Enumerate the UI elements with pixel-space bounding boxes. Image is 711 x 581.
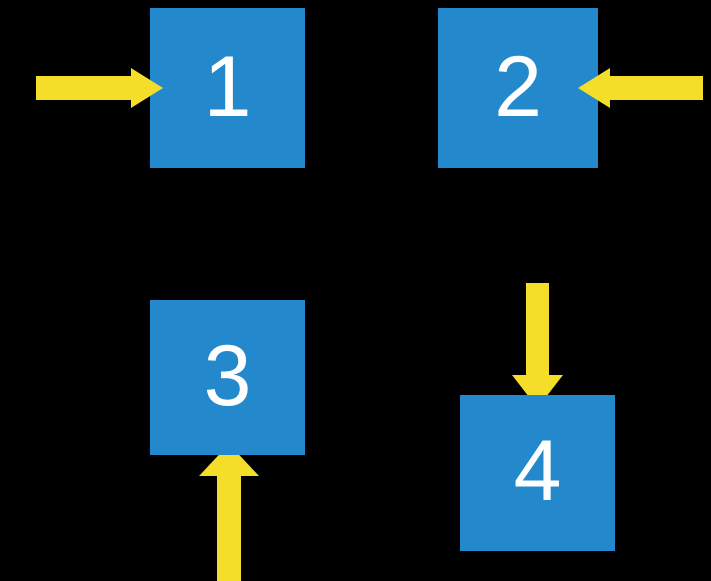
arrow-into-node-2	[578, 68, 703, 108]
node-label-3: 3	[203, 328, 252, 424]
arrow-into-node-4	[512, 283, 563, 408]
node-label-1: 1	[203, 39, 252, 135]
node-box-2[interactable]: 2	[438, 8, 598, 168]
node-label-2: 2	[494, 39, 542, 135]
node-box-4[interactable]: 4	[460, 395, 615, 551]
arrow-down-shape	[512, 283, 563, 408]
node-box-3[interactable]: 3	[150, 300, 305, 455]
arrow-into-node-3	[199, 444, 259, 581]
arrow-into-node-1	[36, 68, 163, 108]
node-label-4: 4	[513, 423, 562, 519]
node-box-1[interactable]: 1	[150, 8, 305, 168]
arrow-right-shape	[36, 68, 163, 108]
arrow-up-shape	[199, 444, 259, 581]
arrow-left-shape	[578, 68, 703, 108]
